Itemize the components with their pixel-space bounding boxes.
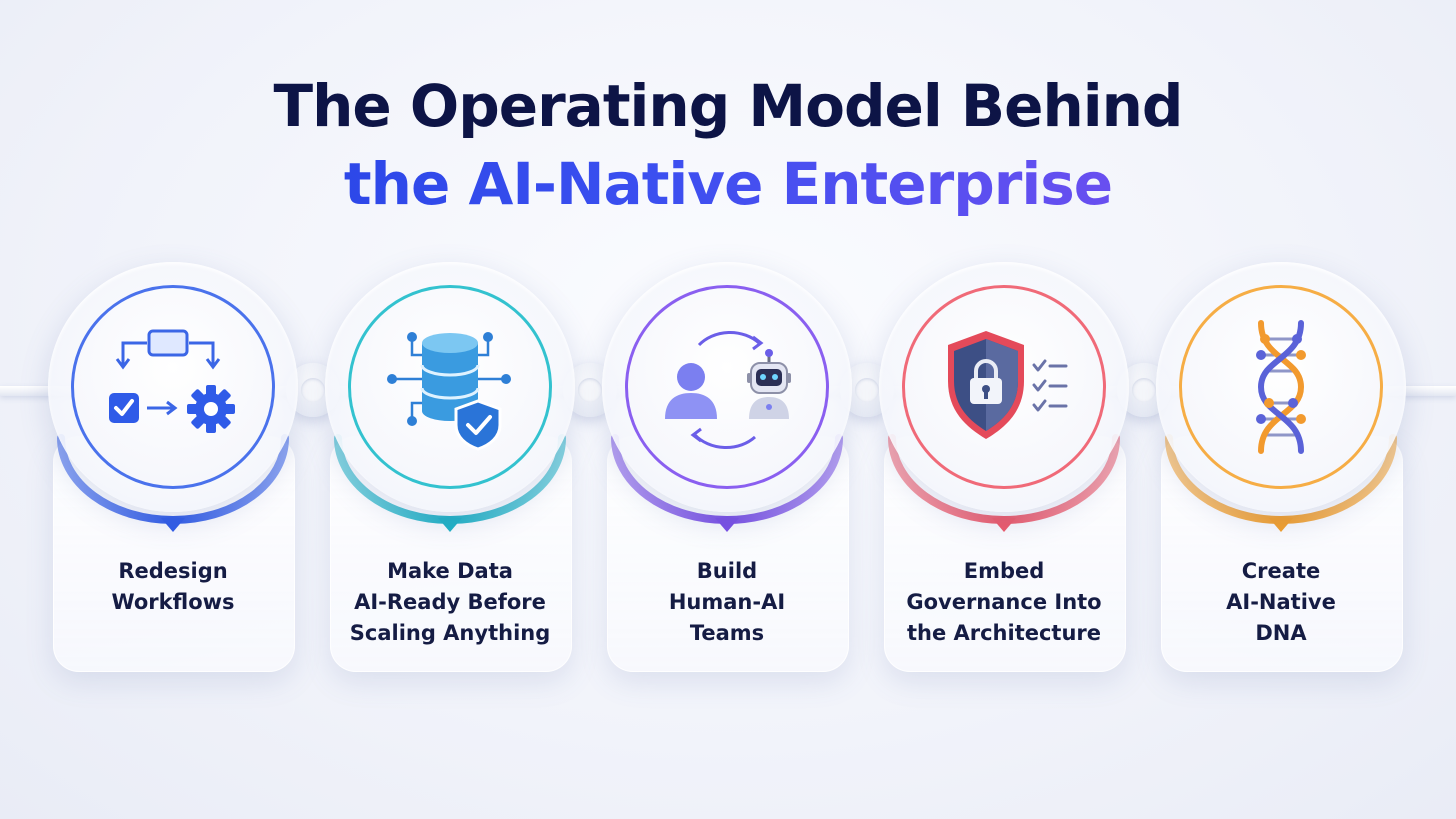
step-label-line: Human-AI	[668, 590, 786, 614]
step-label-line: Make Data	[387, 559, 513, 583]
step-label-make-data-ai-ready: Make Data AI-Ready Before Scaling Anythi…	[330, 556, 570, 649]
step-label-line: AI-Ready Before	[354, 590, 546, 614]
workflow-icon	[109, 329, 235, 433]
step-label-line: Scaling Anything	[349, 621, 551, 645]
dna-icon	[1256, 320, 1306, 454]
human-robot-icon	[665, 330, 791, 450]
step-icon-ring	[1179, 285, 1383, 489]
step-label-line: Create	[1241, 559, 1321, 583]
step-label-line: the Architecture	[906, 621, 1102, 645]
step-label-line: DNA	[1255, 621, 1307, 645]
database-shield-icon	[387, 332, 511, 451]
step-label-line: AI-Native	[1226, 590, 1336, 614]
step-label-line: Redesign	[118, 559, 228, 583]
step-arc	[611, 434, 843, 532]
step-label-create-ai-native-dna: Create AI-Native DNA	[1161, 556, 1401, 649]
step-icon-ring	[71, 285, 275, 489]
step-label-line: Embed	[963, 559, 1045, 583]
step-arc	[888, 434, 1120, 532]
step-icon-ring	[625, 285, 829, 489]
step-label-redesign-workflows: Redesign Workflows	[53, 556, 293, 618]
step-label-line: Governance Into	[906, 590, 1102, 614]
step-arc	[334, 434, 566, 532]
shield-lock-checklist-icon	[948, 331, 1068, 439]
step-label-line: Build	[696, 559, 758, 583]
step-label-line: Workflows	[111, 590, 235, 614]
step-arc	[1165, 434, 1397, 532]
step-label-line: Teams	[689, 621, 765, 645]
step-label-build-human-ai-teams: Build Human-AI Teams	[607, 556, 847, 649]
page-subtitle: the AI-Native Enterprise	[0, 150, 1456, 218]
page-title: The Operating Model Behind	[273, 72, 1184, 140]
step-label-embed-governance: Embed Governance Into the Architecture	[884, 556, 1124, 649]
step-arc	[57, 434, 289, 532]
